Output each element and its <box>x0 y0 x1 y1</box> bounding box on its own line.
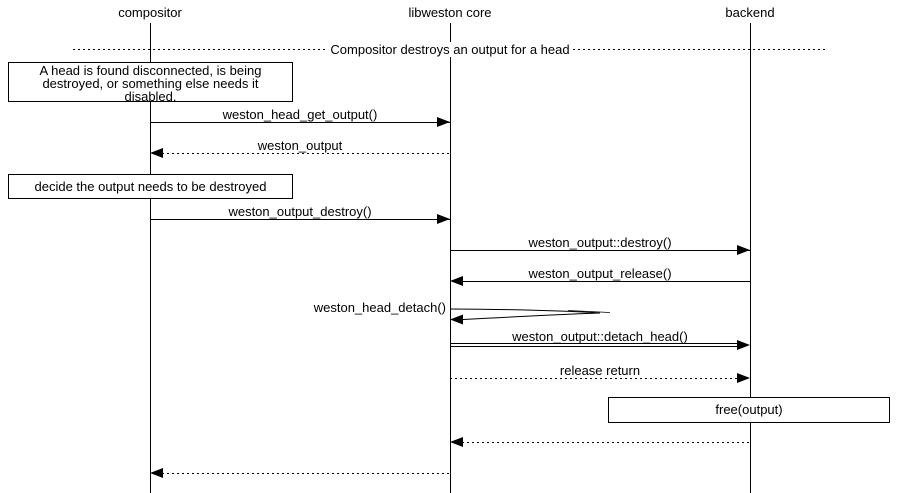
message-head-get-output-label: weston_head_get_output() <box>222 107 378 122</box>
message-output-destroy-label: weston_output_destroy() <box>228 204 372 219</box>
message-weston-output-return-line <box>152 153 450 154</box>
message-output-release-line <box>452 281 750 282</box>
message-core-return-line <box>152 473 450 474</box>
note-head-disconnected-line2: destroyed, or something else needs it <box>42 76 259 91</box>
message-detach-head-vfunc-line <box>450 343 740 347</box>
message-release-return-line <box>450 378 738 379</box>
actor-label-libweston-core: libweston core <box>408 5 492 20</box>
message-output-destroy-vfunc-line <box>450 250 750 251</box>
actor-label-backend: backend <box>725 5 775 20</box>
lifeline-compositor <box>150 23 151 493</box>
note-free-output: free(output) <box>608 397 890 423</box>
message-backend-return-line <box>452 442 750 443</box>
lifeline-libweston-core <box>450 23 451 493</box>
self-message-loop-icon <box>450 308 611 325</box>
message-release-return-label: release return <box>559 363 641 378</box>
message-head-detach-label: weston_head_detach() <box>313 300 446 315</box>
arrowhead-right-icon <box>737 373 750 383</box>
arrowhead-right-icon <box>737 245 750 255</box>
arrowhead-left-icon <box>150 148 163 158</box>
actor-label-compositor: compositor <box>118 5 182 20</box>
note-decide-destroy-text: decide the output needs to be destroyed <box>34 179 267 194</box>
message-detach-head-vfunc-label: weston_output::detach_head() <box>512 329 688 344</box>
message-head-get-output-line <box>150 122 450 123</box>
note-head-disconnected-line3: disabled. <box>124 89 177 104</box>
message-weston-output-return-label: weston_output <box>257 138 343 153</box>
note-head-disconnected: A head is found disconnected, is being d… <box>8 62 293 104</box>
message-output-destroy-vfunc-label: weston_output::destroy() <box>528 235 672 250</box>
note-decide-destroy: decide the output needs to be destroyed <box>8 174 293 199</box>
note-free-output-text: free(output) <box>715 402 783 417</box>
lifeline-backend <box>750 23 751 493</box>
arrowhead-right-icon <box>437 214 450 224</box>
arrowhead-left-icon <box>150 468 163 478</box>
arrowhead-left-icon <box>450 437 463 447</box>
message-output-destroy-line <box>150 219 450 220</box>
arrowhead-right-icon <box>737 340 750 350</box>
message-output-release-label: weston_output_release() <box>528 266 672 281</box>
divider-label: Compositor destroys an output for a head <box>327 42 573 57</box>
note-head-disconnected-line1: A head is found disconnected, is being <box>39 63 262 78</box>
arrowhead-left-icon <box>450 276 463 286</box>
arrowhead-right-icon <box>437 117 450 127</box>
